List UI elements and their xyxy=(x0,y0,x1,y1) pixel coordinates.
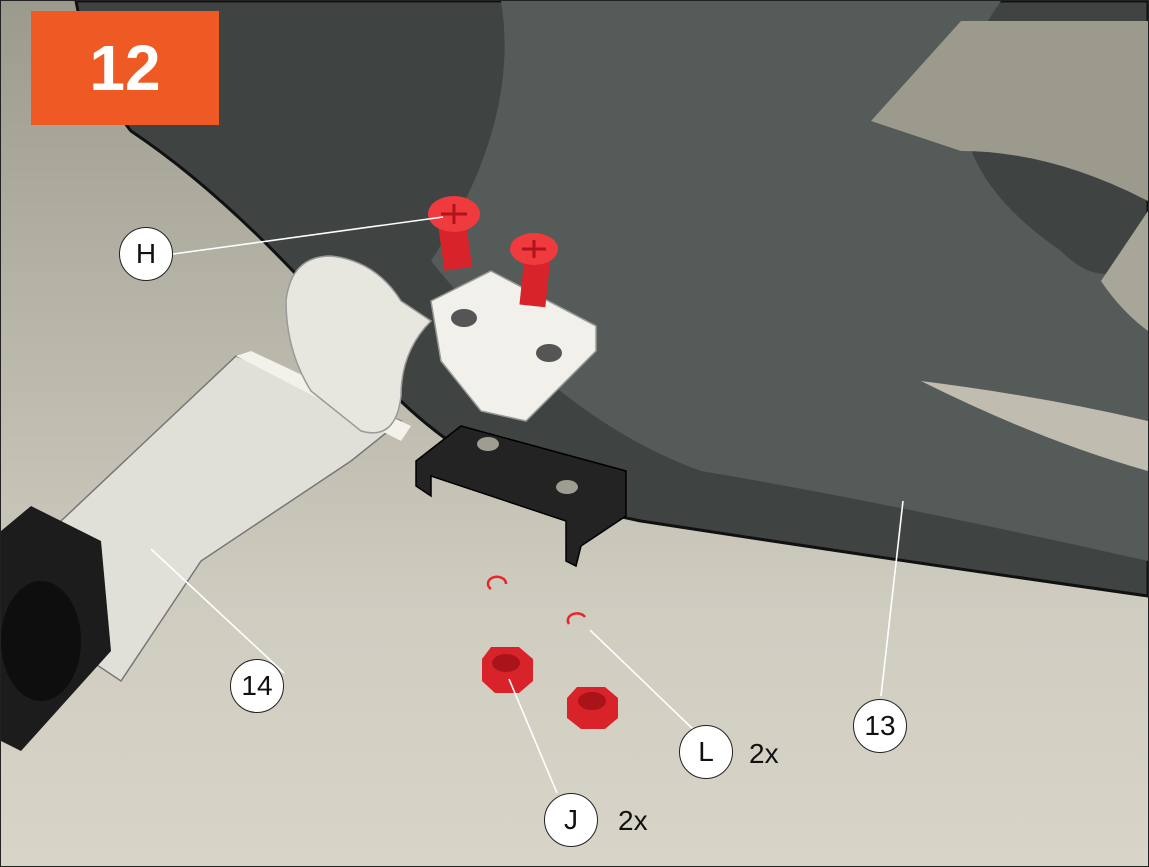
callout-l: L xyxy=(679,725,733,779)
nut-j-1 xyxy=(482,647,533,693)
clip-hole-1 xyxy=(477,437,499,451)
quantity-j: 2x xyxy=(618,805,648,837)
bracket-hole-1 xyxy=(451,309,477,327)
callout-j: J xyxy=(544,793,598,847)
callout-h: H xyxy=(119,227,173,281)
nut-j-2 xyxy=(567,687,618,729)
quantity-l: 2x xyxy=(749,738,779,770)
callout-14: 14 xyxy=(230,659,284,713)
step-number-badge: 12 xyxy=(31,11,219,125)
bracket-hole-2 xyxy=(536,344,562,362)
callout-13: 13 xyxy=(853,699,907,753)
washer-l-1 xyxy=(488,577,506,589)
clip-hole-2 xyxy=(556,480,578,494)
washer-l-2 xyxy=(568,613,585,624)
end-cap-hole xyxy=(1,581,81,701)
